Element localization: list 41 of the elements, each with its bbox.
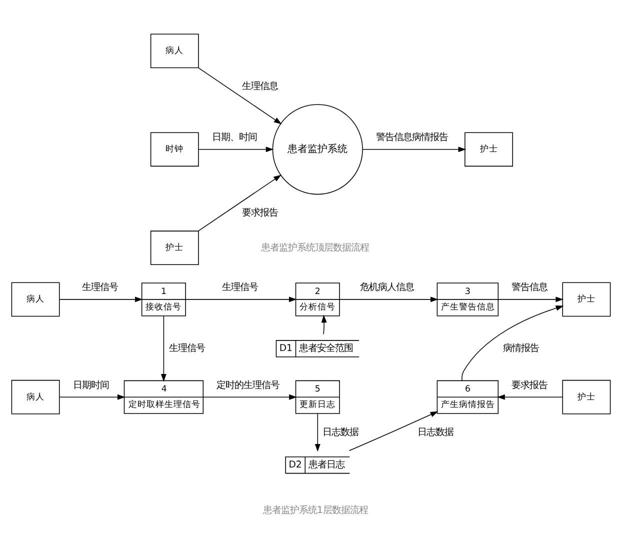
edge-label: 日志数据 [417, 426, 454, 438]
edge-label: 日期、时间 [212, 132, 258, 143]
arrow [339, 296, 438, 302]
arrow [314, 412, 320, 452]
node-box: 病人 [11, 282, 60, 316]
node-box: 病人 [150, 33, 199, 68]
label: 患者监护系统顶层数据流程 [260, 242, 369, 253]
edge-label: 生理信号 [82, 282, 118, 293]
arrow [348, 410, 438, 450]
edge-label: 病情报告 [503, 342, 540, 354]
arrow [497, 394, 563, 400]
arrow [462, 305, 564, 381]
node-box: 病人 [11, 379, 60, 414]
edge-label: 危机病人信息 [360, 282, 414, 293]
arrow [198, 67, 282, 124]
edge-label: 日志数据 [322, 426, 359, 438]
edge-label: 要求报告 [242, 207, 278, 218]
label: 患者监护系统1层数据流程 [262, 504, 368, 516]
node-box: 护士 [464, 132, 513, 166]
edge-label: 生理信息 [242, 80, 278, 92]
edge-label: 日期时间 [73, 379, 110, 390]
node-box: 护士 [150, 230, 199, 265]
node-box: 时钟 [150, 132, 199, 166]
edge-label: 生理信号 [168, 342, 205, 354]
edge-label: 要求报告 [512, 379, 548, 390]
arrow [160, 314, 166, 382]
edge-label: 警告信息病情报告 [376, 132, 448, 143]
arrow [202, 394, 297, 400]
arrow [198, 146, 274, 152]
edge-label: 定时的生理信号 [216, 379, 280, 390]
arrow [59, 394, 126, 400]
arrow [498, 296, 564, 302]
arrow [185, 296, 297, 302]
arrow [321, 314, 327, 334]
arrow [362, 146, 466, 152]
arrow [59, 296, 143, 302]
edge-label: 警告信息 [512, 282, 548, 293]
node-box: 护士 [562, 282, 611, 316]
edge-label: 生理信号 [222, 282, 258, 293]
arrow [198, 174, 282, 231]
node-box: 护士 [562, 379, 611, 414]
